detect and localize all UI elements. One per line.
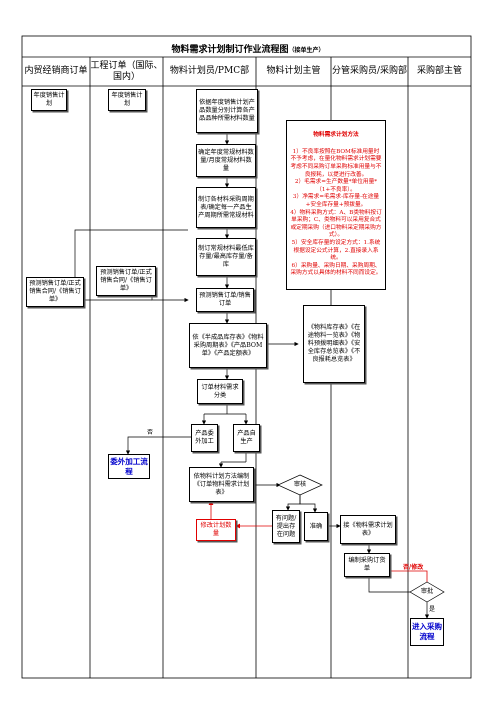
- revise-quantity-box: 修改计划数量: [196, 519, 236, 541]
- approve-label: 审批: [420, 588, 434, 595]
- accurate-box: 准确: [304, 512, 328, 541]
- method-note-heading: 物料需求计划方法: [313, 131, 359, 138]
- title-main: 物料需求计划制订作业流程图: [171, 45, 289, 55]
- lane-project: 工程订单（国际、国内）: [90, 60, 163, 82]
- inventory-tables-box: 《物料库存表》《在途物料一览表》《物料预拨明细表》《安全库存总览表》《不良报耗总…: [303, 305, 365, 383]
- approve-diamond: [409, 581, 445, 603]
- stock-level-box: 制订常规材料最低库存量/最高库存量/备库: [196, 238, 256, 276]
- revise-arrow: [382, 568, 428, 582]
- method-note: 物料需求计划方法 1）不良率按照在BOM标准用量时不予考虑，在量化物料需求计划需…: [286, 120, 386, 290]
- label-yes: 是: [429, 606, 436, 613]
- project-orders-box: 预测销售订单/正式销售合同/《销售订单》: [96, 266, 156, 296]
- annual-plan-project: 年度销售计划: [108, 89, 146, 111]
- compile-plan-box: 依物料计划方法编制《订单物料需求计划表》: [189, 467, 254, 502]
- selfmade-box: 产品自生产: [233, 424, 260, 452]
- annual-plan-dealer: 年度销售计划: [31, 89, 67, 111]
- enter-purchase-flow-box[interactable]: 进入采购流程: [410, 618, 444, 646]
- basis-tables-box: 依《半成品库存表》《物料采购周期表》《产品BOM单》《产品定额表》: [189, 323, 267, 368]
- determine-quantity-box: 确定年度常规材料数量/月度常规材料数量: [196, 144, 256, 177]
- dealer-orders-box: 预测销售订单/正式销售合同/《销售订单》: [26, 277, 84, 307]
- classify-box: 订单材料需求分类: [197, 379, 243, 404]
- lane-supervisor: 物料计划主管: [266, 66, 321, 76]
- label-no-revise: 否/修改: [403, 564, 424, 571]
- issue-box: 有问题/提出存在问题: [272, 510, 300, 543]
- label-no: 否: [147, 429, 154, 436]
- purchase-cycle-box: 制订各材料采购周期表/确定每一产品生产周期所需常规材料: [196, 187, 256, 228]
- outsourced-box: 产品委外加工: [191, 424, 218, 452]
- page-title: 物料需求计划制订作业流程图（接单生产）: [0, 42, 496, 55]
- review-diamond: [277, 474, 323, 496]
- arrow: [368, 577, 419, 595]
- lane-planner: 物料计划员/PMC部: [169, 66, 250, 76]
- outer-frame: [21, 35, 472, 679]
- lane-buyer: 分管采购员/采购部: [331, 66, 408, 76]
- review-label: 审核: [293, 481, 307, 488]
- title-suffix: （接单生产）: [288, 47, 325, 54]
- arrow: [125, 436, 191, 455]
- arrow: [299, 494, 318, 513]
- calc-material-box: 依据年度销售计划产品数量分别计算各产品品种所需材料数量: [196, 89, 258, 133]
- outsource-flow-box[interactable]: 委外加工流程: [108, 454, 150, 479]
- arrow: [285, 494, 301, 511]
- purchase-list-box: 编制采购订货单: [344, 553, 390, 577]
- receive-plan-box: 接《物料需求计划表》: [340, 515, 396, 544]
- lane-dealer: 内贸经销商订单: [24, 66, 88, 76]
- method-note-body: 1）不良率按照在BOM标准用量时不予考虑，在量化物料需求计划需要考虑不同采购订单…: [290, 148, 382, 277]
- forecast-orders-box: 预测销售订单/销售订单: [196, 288, 254, 312]
- lane-purchase-head: 采购部主管: [416, 66, 462, 76]
